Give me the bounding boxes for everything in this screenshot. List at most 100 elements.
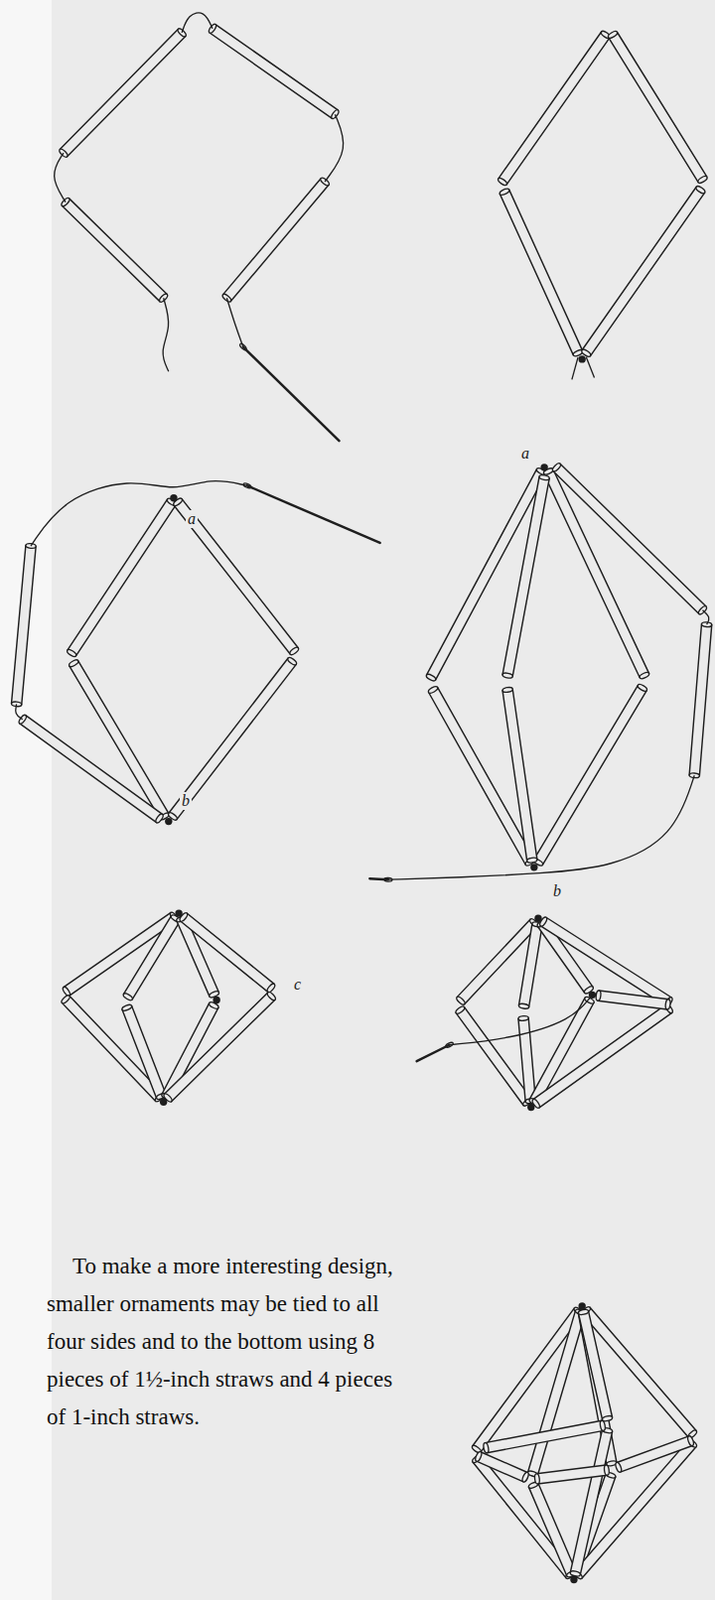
straw-body [502, 476, 550, 677]
knot [169, 494, 177, 502]
straw-end [154, 813, 165, 825]
straw [121, 1003, 167, 1101]
straw-end [286, 656, 298, 667]
knot [530, 863, 538, 871]
straw-body [61, 198, 167, 302]
page-margin [0, 0, 52, 1600]
straw [518, 1015, 537, 1105]
straw [172, 497, 300, 657]
straw-body [578, 1311, 613, 1421]
straw-end [614, 1462, 623, 1474]
straw-end [606, 29, 618, 39]
straw-end [330, 109, 341, 121]
knot [540, 463, 548, 471]
thread [162, 297, 169, 372]
needle [417, 1041, 454, 1062]
straw [60, 196, 169, 303]
thread [54, 152, 66, 202]
straw-end [697, 174, 709, 184]
straw [527, 1308, 586, 1478]
straw [207, 22, 340, 120]
straw [66, 497, 178, 659]
straw-body [689, 624, 713, 777]
instruction-note: To make a more interesting design, small… [46, 1248, 405, 1437]
straw [10, 543, 36, 708]
straw-end [425, 673, 436, 683]
straw-end [17, 714, 28, 725]
straw-body [502, 689, 538, 861]
straw [518, 921, 543, 1010]
straw-end [266, 991, 278, 1002]
point-label: b [551, 882, 564, 901]
straw-end [638, 671, 650, 681]
needle-eye [239, 342, 248, 351]
straw-body [11, 546, 37, 706]
needle [239, 342, 340, 441]
straw-body [518, 924, 543, 1008]
straw-body [209, 24, 338, 120]
straw [58, 27, 188, 159]
straw [474, 1451, 531, 1484]
thread [585, 357, 594, 379]
straw-body [597, 991, 669, 1010]
straw-body [536, 1465, 607, 1485]
straw [162, 991, 278, 1104]
straw-body [553, 463, 707, 614]
straw-group [10, 22, 713, 1581]
thread [181, 12, 213, 33]
straw-body [570, 1430, 612, 1575]
straw-end [66, 648, 78, 659]
straw-end [518, 1015, 530, 1021]
straw-body [498, 31, 610, 185]
needle-eye [384, 877, 393, 882]
straw-end [482, 1442, 489, 1454]
straw-body [499, 189, 582, 356]
straw-end [266, 983, 277, 995]
point-label: b [179, 792, 192, 811]
straw [606, 29, 709, 184]
straw-end [25, 543, 37, 550]
straw [532, 683, 648, 867]
straw-end [68, 659, 80, 669]
straw [178, 912, 277, 995]
straw-body [67, 499, 176, 657]
straw-end [474, 1451, 483, 1463]
thread [388, 775, 695, 880]
knot [212, 997, 220, 1004]
straw [534, 1465, 610, 1486]
straw-body [180, 913, 276, 993]
needle-group [239, 342, 454, 1062]
straw [570, 1428, 613, 1578]
knot [159, 1099, 167, 1107]
straw-end [521, 1472, 530, 1484]
knot [164, 818, 172, 826]
straw [496, 29, 611, 187]
straw-end [539, 474, 551, 481]
thread [226, 297, 243, 347]
straw-end [577, 1309, 589, 1317]
needle-eye [242, 482, 252, 490]
straw [689, 621, 713, 779]
needle-shaft [369, 878, 389, 880]
straw-end [427, 685, 438, 695]
straw-end [570, 1571, 581, 1578]
straw [595, 991, 672, 1011]
straw-end [122, 993, 134, 1002]
straw-body [533, 1004, 673, 1109]
straw [498, 187, 583, 358]
thread [15, 704, 23, 719]
point-label: a [519, 444, 532, 463]
straw-body [518, 1018, 536, 1103]
straw-end [665, 999, 672, 1010]
straw [614, 1435, 696, 1474]
straw-body [534, 685, 648, 865]
straw [61, 911, 179, 998]
straw-end [603, 1465, 610, 1477]
straw-body [123, 916, 180, 1001]
straw-body [476, 1452, 528, 1483]
straw [577, 1309, 613, 1424]
thread [30, 481, 248, 547]
straw-end [518, 1003, 530, 1010]
